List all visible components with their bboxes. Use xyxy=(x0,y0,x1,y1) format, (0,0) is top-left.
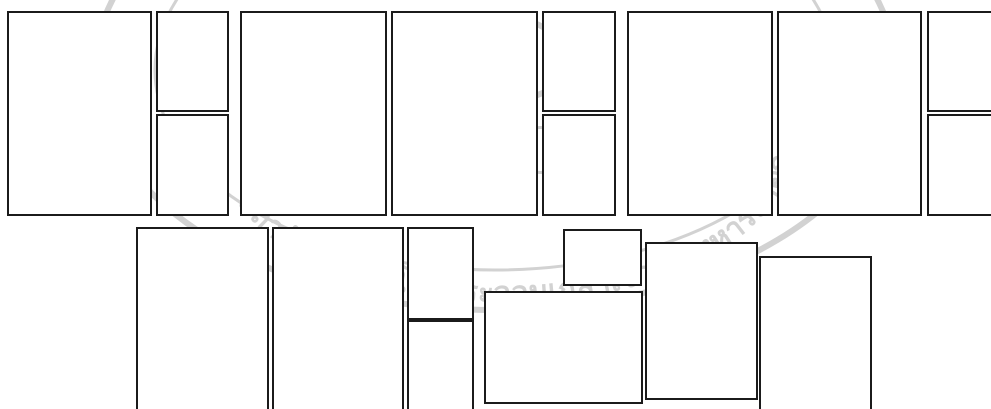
panel-bottom-small xyxy=(564,230,641,285)
top-row xyxy=(8,12,991,215)
panel-stack-2-upper xyxy=(543,12,615,111)
bottom-row xyxy=(137,228,871,409)
panel-bottom-wide xyxy=(485,292,642,403)
panel-tall-2 xyxy=(241,12,386,215)
panel-bottom-tall-3 xyxy=(760,257,871,409)
panel-stack-3-lower xyxy=(928,115,991,215)
panel-stack-2-lower xyxy=(543,115,615,215)
panel-tall-3 xyxy=(392,12,537,215)
panel-tall-1 xyxy=(8,12,151,215)
panel-bottom-stack-upper xyxy=(408,228,473,319)
panel-stack-1-upper xyxy=(157,12,228,111)
panel-bottom-stack-lower xyxy=(408,321,473,409)
panel-stack-1-lower xyxy=(157,115,228,215)
panel-bottom-medium xyxy=(646,243,757,399)
panel-bottom-tall-2 xyxy=(273,228,403,409)
panel-stack-3-upper xyxy=(928,12,991,111)
panel-tall-4 xyxy=(628,12,772,215)
panel-bottom-tall-1 xyxy=(137,228,268,409)
panel-tall-5 xyxy=(778,12,921,215)
